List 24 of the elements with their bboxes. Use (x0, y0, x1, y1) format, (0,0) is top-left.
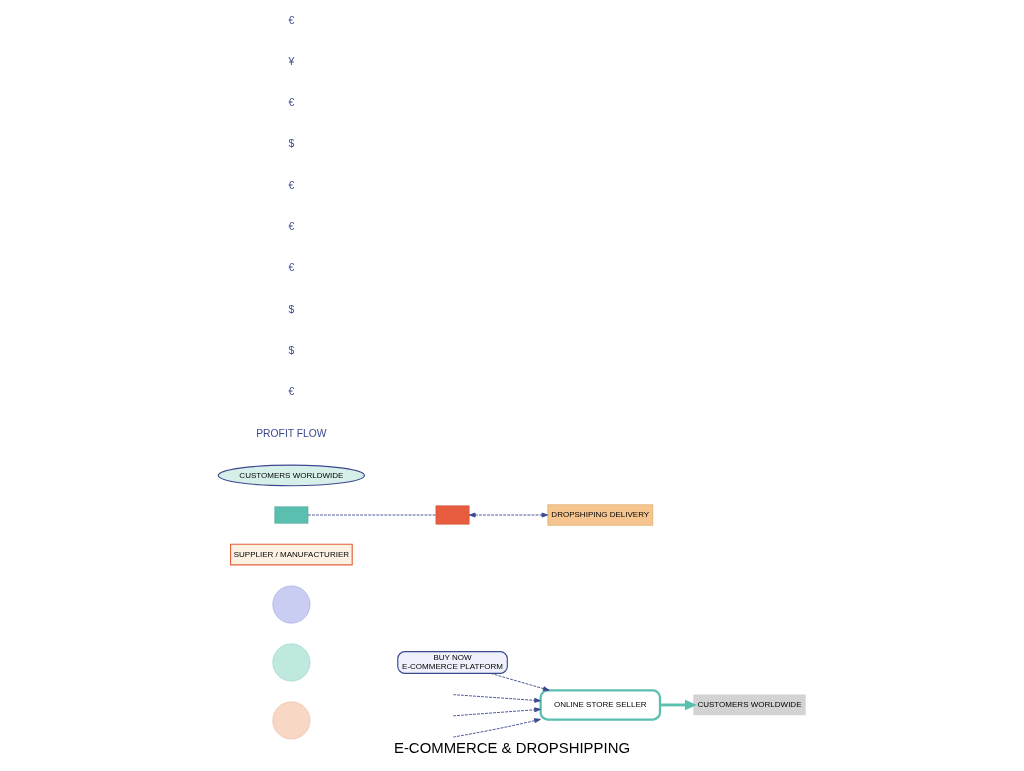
label: $ (288, 138, 295, 150)
node-circle (272, 585, 311, 624)
label: ¥ (288, 55, 295, 67)
diagram-title: E-COMMERCE & DROPSHIPPING (393, 740, 631, 757)
label: € (288, 179, 295, 191)
node-circle (272, 643, 311, 682)
label: € (288, 386, 295, 398)
arrow (468, 512, 549, 518)
label: $ (288, 303, 295, 315)
node-circle (272, 701, 311, 740)
node-box (435, 505, 470, 525)
node-box (274, 506, 309, 524)
connector (307, 514, 437, 516)
label: $ (288, 345, 295, 357)
arrow (452, 707, 541, 717)
arrow (452, 694, 541, 703)
label: € (288, 221, 295, 233)
arrow (452, 718, 541, 738)
label: € (288, 14, 295, 26)
label: € (288, 97, 295, 109)
arrow (490, 672, 550, 692)
label: € (288, 262, 295, 274)
arrow (660, 699, 697, 711)
label: PROFIT FLOW (256, 427, 327, 439)
